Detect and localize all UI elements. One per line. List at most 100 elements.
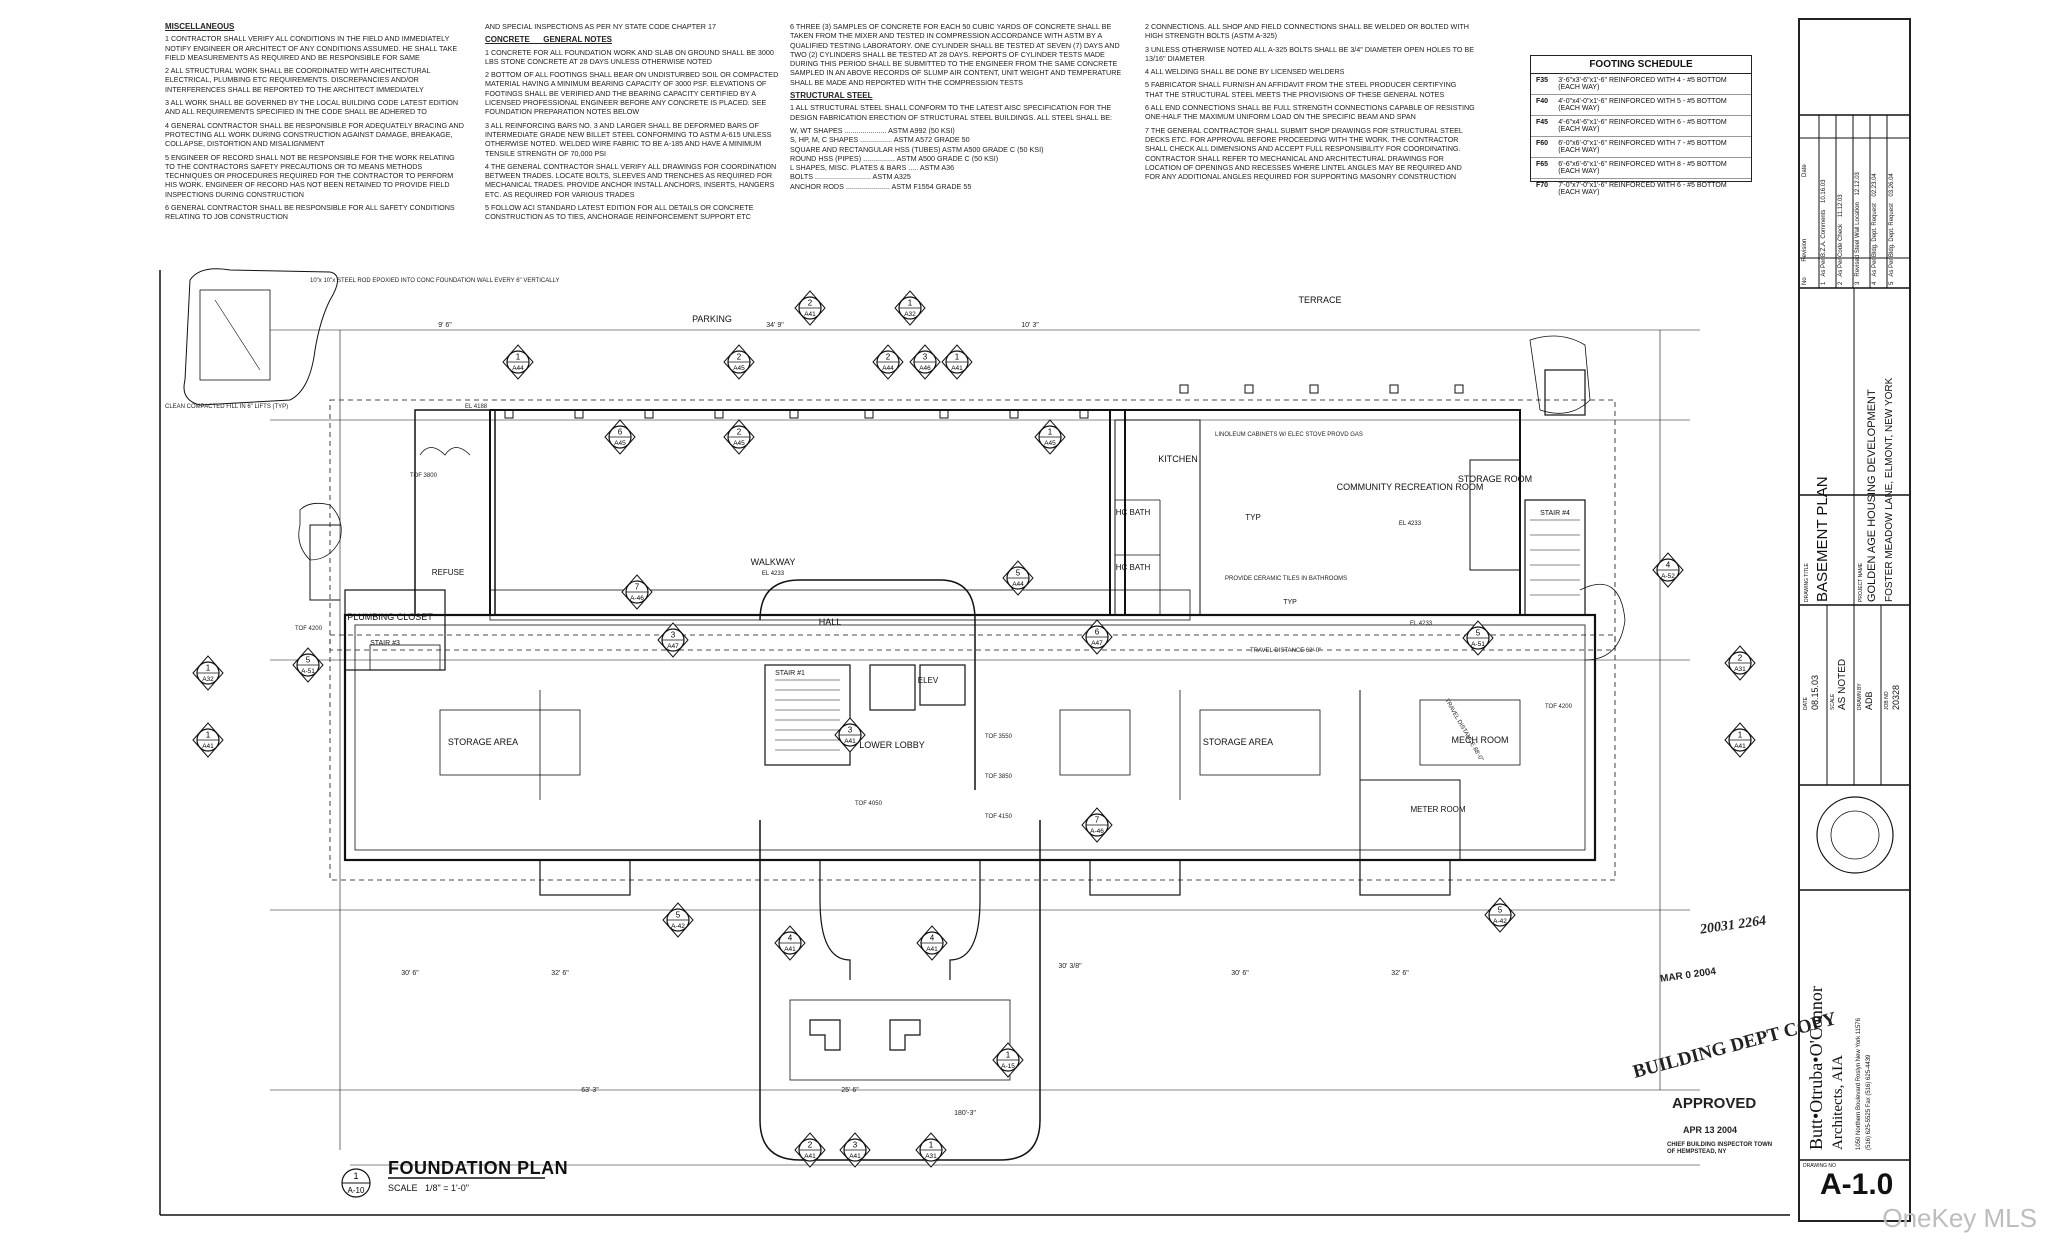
note-item: 1 ALL STRUCTURAL STEEL SHALL CONFORM TO … bbox=[790, 103, 1113, 122]
room-label: STORAGE ROOM bbox=[1458, 474, 1532, 484]
rev-date: 12.12.03 bbox=[1855, 172, 1861, 196]
section-marker: 7A-46 bbox=[1081, 807, 1113, 843]
section-marker-number: 1 bbox=[1738, 731, 1743, 740]
drawing-title: BASEMENT PLAN bbox=[1814, 476, 1831, 602]
footing-spec: 4'-6"x4'-6"x1'-6" REINFORCED WITH 6 - #5… bbox=[1558, 119, 1727, 133]
section-marker-number: 4 bbox=[788, 934, 793, 943]
section-marker-sheet: A-42 bbox=[1493, 918, 1507, 925]
rev-text: As Per B.Z.A. Comments bbox=[1821, 209, 1827, 277]
room-label: HC BATH bbox=[1116, 508, 1151, 517]
annotation: TOF 4150 bbox=[985, 814, 1013, 820]
section-marker-number: 5 bbox=[1016, 569, 1021, 578]
approved-stamp: APPROVED bbox=[1672, 1095, 1757, 1112]
rev-text: Revised Steel Wall Location bbox=[1855, 202, 1861, 277]
revision-row: 1 As Per B.Z.A. Comments 10.16.03 bbox=[1821, 180, 1827, 285]
section-marker: 5A-42 bbox=[1484, 897, 1516, 933]
section-marker-sheet: A-46 bbox=[1090, 828, 1104, 835]
rev-no: 1 bbox=[1821, 281, 1827, 285]
section-marker-number: 2 bbox=[737, 353, 742, 362]
rev-no: 4 bbox=[1872, 281, 1878, 285]
section-marker-sheet: A-52 bbox=[1661, 573, 1675, 580]
dimension-label: 30' 3/8" bbox=[1058, 963, 1082, 970]
scale-value-tb: AS NOTED bbox=[1837, 658, 1848, 710]
section-marker-number: 1 bbox=[516, 353, 521, 362]
notes-concrete: AND SPECIAL INSPECTIONS AS PER NY STATE … bbox=[485, 22, 785, 226]
section-marker-number: 1 bbox=[908, 299, 913, 308]
firm-name: Butt•Otruba•O'Connor bbox=[1806, 986, 1826, 1150]
section-marker-number: 3 bbox=[853, 1141, 858, 1150]
room-label: TYP bbox=[1283, 599, 1297, 606]
section-marker-sheet: A41 bbox=[951, 365, 963, 372]
section-marker: 4A-52 bbox=[1652, 552, 1684, 588]
section-marker-number: 7 bbox=[1095, 816, 1100, 825]
dimension-label: 9' 6" bbox=[438, 322, 452, 329]
footing-schedule-title: FOOTING SCHEDULE bbox=[1531, 56, 1751, 74]
dimension-label: 32' 6" bbox=[1391, 970, 1409, 977]
room-label: PLUMBING CLOSET bbox=[347, 612, 433, 622]
note-item: 7 THE GENERAL CONTRACTOR SHALL SUBMIT SH… bbox=[1145, 125, 1463, 182]
section-marker-sheet: A-51 bbox=[301, 668, 315, 675]
section-marker-number: 7 bbox=[635, 583, 640, 592]
room-label: TYP bbox=[1245, 513, 1261, 522]
rev-no: 2 bbox=[1838, 281, 1844, 285]
note-item: 6 THREE (3) SAMPLES OF CONCRETE FOR EACH… bbox=[790, 22, 1122, 87]
note-item: AND SPECIAL INSPECTIONS AS PER NY STATE … bbox=[485, 22, 716, 31]
section-marker-number: 5 bbox=[1476, 629, 1481, 638]
job-number-label: JOB NO bbox=[1884, 691, 1890, 710]
room-label: REFUSE bbox=[432, 568, 464, 577]
scale-label: SCALE bbox=[388, 1183, 418, 1193]
room-label: STORAGE AREA bbox=[1203, 737, 1273, 747]
note-item: ROUND HSS (PIPES) ................ ASTM … bbox=[790, 153, 999, 163]
date-label: DATE bbox=[1803, 697, 1809, 710]
revisions-header: No Revision Date bbox=[1802, 115, 1808, 285]
project-address: FOSTER MEADOW LANE, ELMONT, NEW YORK bbox=[1884, 377, 1895, 602]
drawing-title-label: DRAWING TITLE bbox=[1804, 563, 1810, 602]
note-item: 2 BOTTOM OF ALL FOOTINGS SHALL BEAR ON U… bbox=[485, 70, 779, 117]
room-label: STAIR #3 bbox=[370, 640, 400, 647]
section-marker-number: 4 bbox=[1666, 561, 1671, 570]
section-marker-number: 1 bbox=[929, 1141, 934, 1150]
firm-subtitle: Architects, AIA bbox=[1830, 1055, 1846, 1150]
job-number-value: 20328 bbox=[1891, 684, 1901, 710]
section-marker-number: 5 bbox=[306, 656, 311, 665]
firm-address: 1050 Northern Boulevard Roslyn New York … bbox=[1856, 1018, 1862, 1150]
footing-spec: 7'-0"x7'-0"x1'-6" REINFORCED WITH 6 - #5… bbox=[1558, 182, 1727, 196]
section-marker-sheet: A45 bbox=[733, 365, 745, 372]
footing-spec: 6'-6"x6'-6"x1'-6" REINFORCED WITH 8 - #5… bbox=[1558, 161, 1727, 175]
section-marker-number: 3 bbox=[671, 631, 676, 640]
detail-marker-sheet: A-10 bbox=[348, 1186, 365, 1195]
section-marker-number: 1 bbox=[1048, 428, 1053, 437]
annotation: 10"x 10"x STEEL ROD EPOXIED INTO CONC FO… bbox=[310, 278, 559, 284]
approved-date: APR 13 2004 bbox=[1683, 1125, 1738, 1135]
section-marker-sheet: A31 bbox=[925, 1153, 937, 1160]
note-item: 2 CONNECTIONS. ALL SHOP AND FIELD CONNEC… bbox=[1145, 22, 1469, 41]
section-marker-number: 1 bbox=[206, 731, 211, 740]
rev-header-date: Date bbox=[1802, 164, 1808, 177]
subheading-text: GENERAL NOTES bbox=[543, 35, 612, 45]
note-item: 4 GENERAL CONTRACTOR SHALL BE RESPONSIBL… bbox=[165, 120, 464, 149]
note-item: 5 FABRICATOR SHALL FURNISH AN AFFIDAVIT … bbox=[1145, 80, 1457, 99]
annotation: TRAVEL DISTANCE 88'-0" bbox=[1443, 698, 1484, 763]
section-marker-number: 5 bbox=[676, 911, 681, 920]
notes-heading: STRUCTURAL STEEL bbox=[790, 91, 873, 101]
foundation-plan-drawing: PARKING TERRACE WALKWAY EL 4233 KITCHEN … bbox=[159, 268, 1790, 1216]
annotation: TRAVEL DISTANCE 62'-0" bbox=[1250, 648, 1321, 654]
section-marker-sheet: A-42 bbox=[671, 923, 685, 930]
note-item: 4 ALL WELDING SHALL BE DONE BY LICENSED … bbox=[1145, 67, 1345, 77]
section-marker-number: 2 bbox=[808, 299, 813, 308]
dimension-label: 25' 6" bbox=[841, 1087, 859, 1094]
room-label: STAIR #4 bbox=[1540, 510, 1570, 517]
